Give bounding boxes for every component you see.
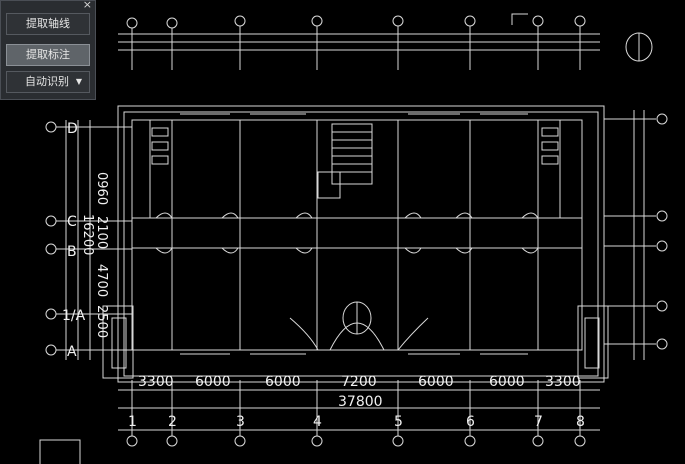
auto-recognize-label: 自动识别 [25, 75, 69, 88]
dim-text: 6000 [195, 374, 231, 390]
axis-label: 6 [466, 414, 475, 430]
dim-text: 6000 [489, 374, 525, 390]
dim-text: 0960 [94, 172, 109, 205]
extract-annotation-button[interactable]: 提取标注 [6, 44, 90, 66]
dim-text: 3300 [545, 374, 581, 390]
extraction-toolbar-panel: × 提取轴线 提取标注 自动识别 ▼ [0, 0, 96, 100]
dim-text: 6000 [265, 374, 301, 390]
close-icon[interactable]: × [82, 0, 92, 11]
right-axis-markers [604, 110, 668, 360]
axis-label: 4 [313, 414, 322, 430]
building-outline [102, 105, 609, 383]
dim-text: 4700 [94, 264, 109, 297]
extract-axis-button[interactable]: 提取轴线 [6, 13, 90, 35]
axis-label: A [67, 344, 77, 360]
north-arrow [625, 32, 653, 62]
top-axis-markers [118, 13, 600, 70]
dim-text: 3300 [138, 374, 174, 390]
left-dimension-texts: 0960 2100 4700 2500 16200 [80, 172, 109, 338]
chevron-down-icon: ▼ [75, 77, 82, 86]
axis-label: 2 [168, 414, 177, 430]
bottom-dimension-texts: 3300 6000 6000 7200 6000 6000 3300 37800 [138, 374, 581, 410]
column-axis-labels: 1 2 3 4 5 6 7 8 [128, 414, 585, 430]
dim-text: 7200 [341, 374, 377, 390]
dim-text: 2500 [94, 305, 109, 338]
axis-label: 5 [394, 414, 403, 430]
total-dim-text: 16200 [80, 214, 95, 255]
dim-text: 2100 [94, 216, 109, 249]
dim-text: 6000 [418, 374, 454, 390]
auto-recognize-dropdown[interactable]: 自动识别 ▼ [6, 71, 90, 93]
axis-label: C [67, 214, 77, 230]
axis-label: 1/A [62, 308, 86, 324]
axis-label: D [67, 121, 78, 137]
bottom-dimension-lines [39, 380, 600, 464]
left-axis-markers [45, 120, 132, 360]
axis-label: 7 [534, 414, 543, 430]
total-dim-text: 37800 [338, 394, 383, 410]
axis-label: 1 [128, 414, 137, 430]
axis-label: 8 [576, 414, 585, 430]
axis-label: 3 [236, 414, 245, 430]
axis-label: B [67, 244, 77, 260]
row-axis-labels: D C B 1/A A [62, 121, 86, 360]
